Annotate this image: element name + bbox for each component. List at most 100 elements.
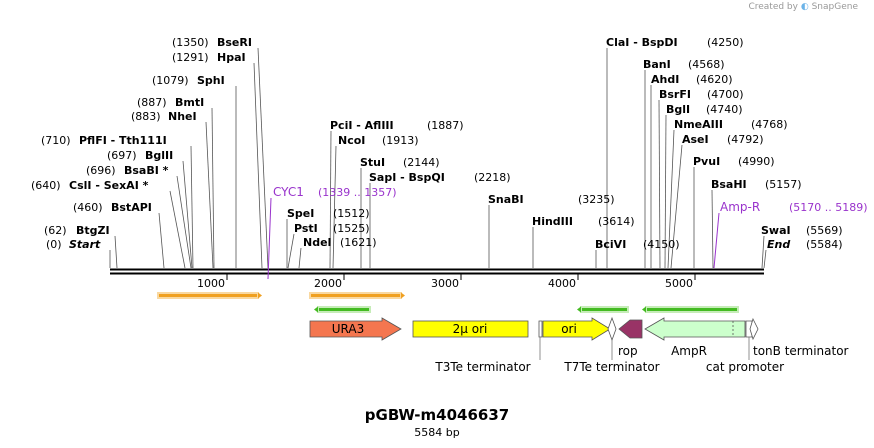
feature-label-ura3: URA3 xyxy=(332,322,364,336)
site-name-bani: BanI xyxy=(643,58,671,71)
site-name-snabi: SnaBI xyxy=(488,193,524,206)
site-name-hpai: HpaI xyxy=(217,51,246,64)
tonb-terminator-shape xyxy=(749,317,759,341)
snapgene-logo-icon: ◐ xyxy=(800,2,809,12)
feature-outer-labels: T3Te terminator T7Te terminator rop AmpR… xyxy=(434,344,848,374)
leader-cyc1 xyxy=(267,197,272,280)
t7te-terminator-shape xyxy=(607,316,617,342)
site-name-pcii: PciI - AflIII xyxy=(330,119,394,132)
site-pos-btgzi: (62) xyxy=(44,224,67,237)
feature-inner-labels: URA3 2μ ori ori xyxy=(332,322,577,336)
leader-pflfi xyxy=(190,145,194,269)
feature-label-rop: rop xyxy=(618,344,638,358)
feature-label-t3te: T3Te terminator xyxy=(434,360,530,374)
orf-arrowhead-5 xyxy=(642,306,646,313)
site-pos-asei: (4792) xyxy=(727,133,764,146)
ruler-label: 5000 xyxy=(665,277,693,290)
site-name-spei: SpeI xyxy=(287,207,314,220)
site-pos-bmti: (887) xyxy=(137,96,167,109)
site-name-nhei: NheI xyxy=(168,110,197,123)
leader-bsrfi xyxy=(658,99,661,269)
site-labels-right: PciI - AflIII (1887) NcoI (1913) StuI (2… xyxy=(287,36,843,251)
site-pos-bseri: (1350) xyxy=(172,36,209,49)
purple-leaders xyxy=(267,197,720,280)
leader-bmti xyxy=(211,107,215,269)
site-pos-start: (0) xyxy=(46,238,62,251)
ruler-label: 1000 xyxy=(197,277,225,290)
purple-feature-labels: CYC1 (1339 .. 1357) Amp-R (5170 .. 5189) xyxy=(273,185,868,214)
site-name-bsahi: BsaHI xyxy=(711,178,747,191)
leader-nhei xyxy=(205,121,214,269)
leader-ncoi xyxy=(332,145,337,269)
site-pos-pvui: (4990) xyxy=(738,155,775,168)
orf-bar-4 xyxy=(580,306,629,313)
site-pos-sphi: (1079) xyxy=(152,74,189,87)
site-name-bstapi: BstAPI xyxy=(111,201,152,214)
site-name-swai: SwaI xyxy=(761,224,791,237)
site-name-csli: CslI - SexAI * xyxy=(69,179,149,192)
feature-label-ampr: AmpR xyxy=(671,344,707,358)
orf-arrowhead-3 xyxy=(314,306,318,313)
site-pos-ncoi: (1913) xyxy=(382,134,419,147)
leader-swai xyxy=(761,235,765,269)
site-name-stui: StuI xyxy=(360,156,385,169)
site-name-end: End xyxy=(767,238,790,251)
site-pos-psti: (1525) xyxy=(333,222,370,235)
leader-pcii xyxy=(329,130,332,269)
brand-name: SnapGene xyxy=(811,2,858,12)
leader-bgli xyxy=(664,114,667,269)
site-pos-bglii: (697) xyxy=(107,149,137,162)
site-name-asei: AseI xyxy=(682,133,709,146)
leader-nmeaiii xyxy=(667,129,675,269)
site-pos-bsabi: (696) xyxy=(86,164,116,177)
site-name-pflfi: PflFI - Tth111I xyxy=(79,134,167,147)
site-name-sphi: SphI xyxy=(197,74,225,87)
ruler-label: 3000 xyxy=(431,277,459,290)
leader-asei xyxy=(670,144,683,269)
orf-arrowhead-4 xyxy=(577,306,581,313)
leader-ndei xyxy=(298,247,302,269)
site-pos-clai: (4250) xyxy=(707,36,744,49)
leader-bglii xyxy=(182,160,193,269)
site-pos-stui: (2144) xyxy=(403,156,440,169)
site-name-psti: PstI xyxy=(294,222,318,235)
site-pos-nhei: (883) xyxy=(131,110,161,123)
site-name-ahdi: AhdI xyxy=(651,73,679,86)
leader-bsabi xyxy=(176,175,192,269)
t3te-terminator-shape xyxy=(538,320,543,338)
site-name-bsrfi: BsrFI xyxy=(659,88,691,101)
leader-bstapi xyxy=(158,212,165,269)
site-leaders xyxy=(109,47,767,269)
site-pos-pcii: (1887) xyxy=(427,119,464,132)
site-name-bsabi: BsaBI * xyxy=(124,164,169,177)
site-name-clai: ClaI - BspDI xyxy=(606,36,678,49)
feature-label-ori: ori xyxy=(561,322,577,336)
site-name-sapi: SapI - BspQI xyxy=(369,171,445,184)
ampr-gene-arrow xyxy=(644,317,746,341)
feature-range-cyc1: (1339 .. 1357) xyxy=(318,186,397,199)
leader-bseri xyxy=(257,47,269,269)
site-pos-bsahi: (5157) xyxy=(765,178,802,191)
feature-track xyxy=(309,316,759,342)
brand-prefix: Created by xyxy=(748,2,798,12)
leader-amp-r xyxy=(713,212,720,269)
site-pos-sapi: (2218) xyxy=(474,171,511,184)
site-pos-snabi: (3235) xyxy=(578,193,615,206)
feature-range-amp-r: (5170 .. 5189) xyxy=(789,201,868,214)
site-name-bmti: BmtI xyxy=(175,96,204,109)
site-pos-ahdi: (4620) xyxy=(696,73,733,86)
orf-arrowhead-2 xyxy=(401,292,405,299)
ori-arrow xyxy=(542,317,611,341)
orf-arrowhead-1 xyxy=(258,292,262,299)
site-name-start: Start xyxy=(69,238,101,251)
orf-bar-5 xyxy=(645,306,739,313)
site-name-nmeaiii: NmeAIII xyxy=(674,118,723,131)
site-name-bcivi: BciVI xyxy=(595,238,626,251)
feature-label-2mu-ori: 2μ ori xyxy=(453,322,488,336)
leader-psti xyxy=(287,233,295,269)
two-micron-ori-box xyxy=(412,320,529,338)
ura3-gene-arrow xyxy=(309,317,402,341)
site-name-btgzi: BtgZI xyxy=(76,224,110,237)
